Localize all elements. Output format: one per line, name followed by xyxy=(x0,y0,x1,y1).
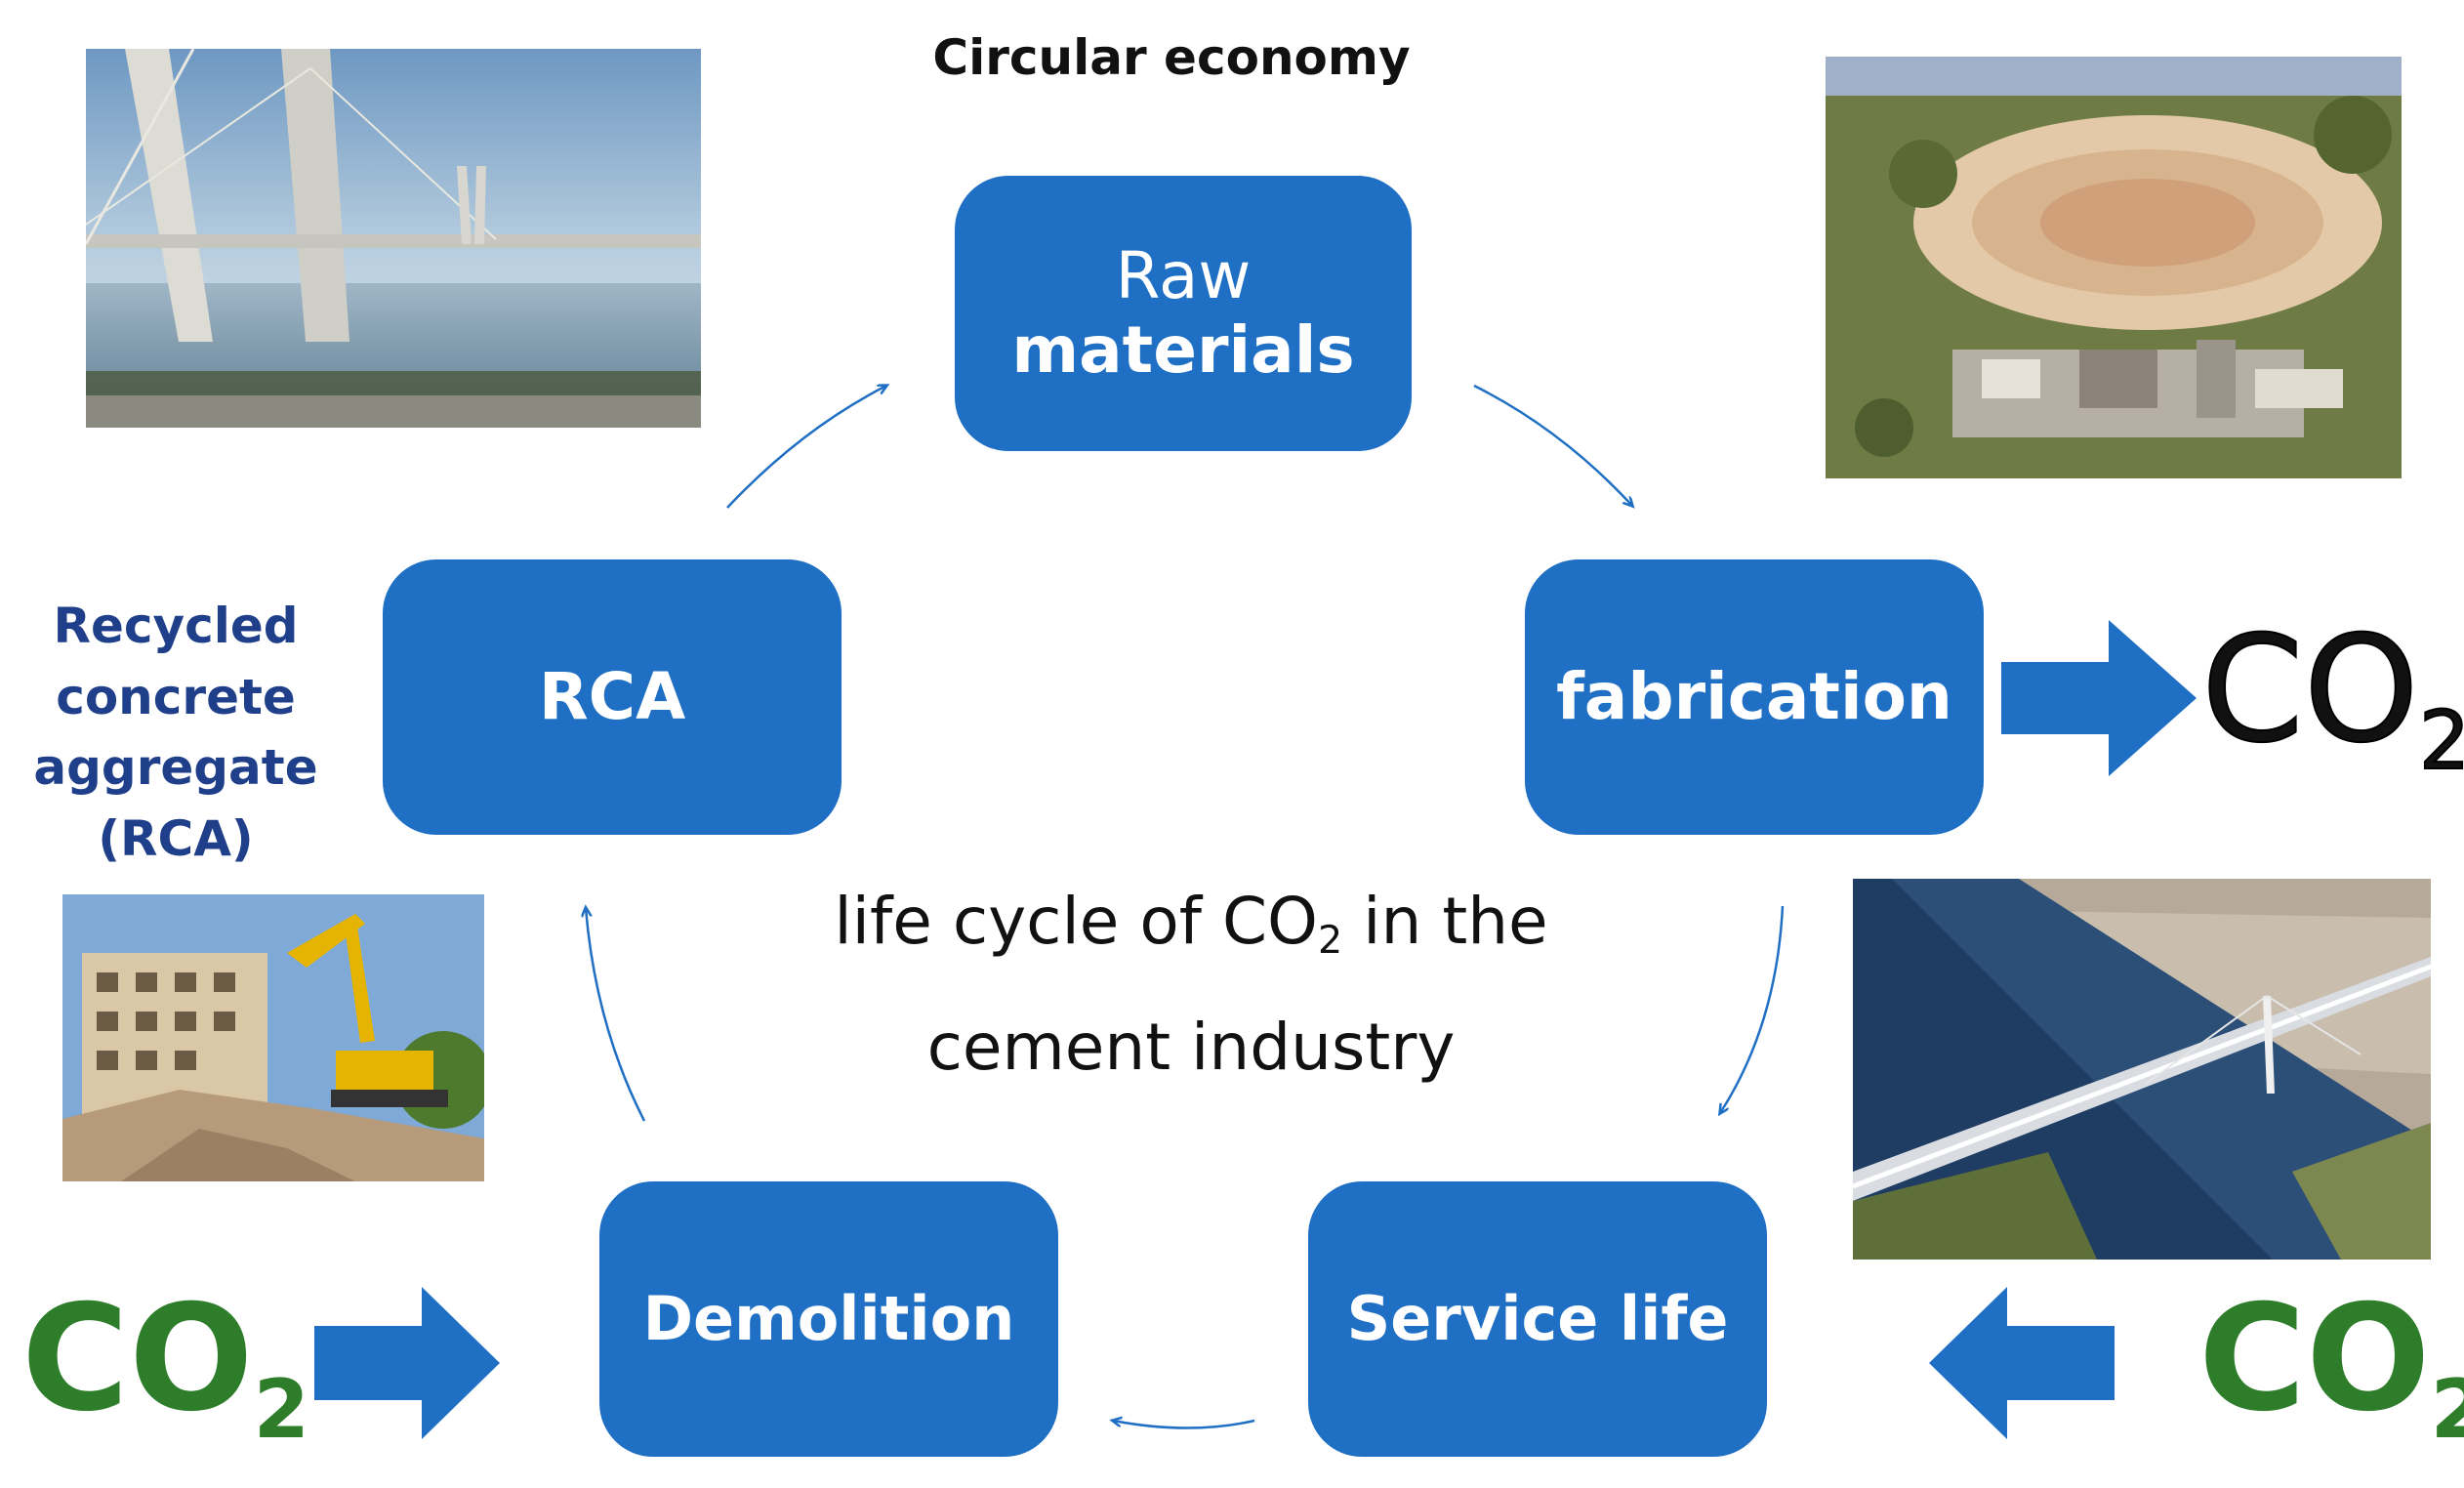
rca-description-line: concrete xyxy=(56,668,296,725)
demolition-label: Demolition xyxy=(642,1283,1015,1355)
arrow-raw-to-fabrication xyxy=(1473,384,1632,506)
center-caption-line1: life cycle of CO2 in the xyxy=(834,884,1548,963)
bridge-photo xyxy=(86,49,701,428)
co2-fabrication-label: CO2 xyxy=(2200,604,2464,789)
arrow-service-to-demolition xyxy=(1113,1421,1255,1429)
rca-box: RCA xyxy=(383,559,842,835)
center-caption-line2: cement industry xyxy=(926,1009,1456,1085)
co2-right-label: CO2 xyxy=(2198,1274,2464,1457)
service-life-label: Service life xyxy=(1346,1283,1729,1355)
rca-box-label: RCA xyxy=(538,659,686,735)
rca-description-line: aggregate xyxy=(33,739,318,796)
fabrication-label: fabrication xyxy=(1556,659,1952,735)
raw-materials-box: Raw materials xyxy=(955,176,1412,451)
raw-materials-line2: materials xyxy=(1011,312,1355,388)
arrow-fabrication-to-service xyxy=(1720,905,1785,1113)
demolition-box: Demolition xyxy=(599,1181,1058,1457)
arrow-rca-to-raw xyxy=(726,386,886,509)
co2-left-label: CO2 xyxy=(21,1274,310,1457)
fabrication-box: fabrication xyxy=(1525,559,1984,835)
fabrication-co2-arrow xyxy=(2001,620,2197,776)
left-co2-arrow xyxy=(314,1287,500,1439)
right-co2-arrow xyxy=(1929,1287,2115,1439)
quarry-cement-plant-photo xyxy=(1826,57,2402,478)
rca-description-line: Recycled xyxy=(53,598,299,654)
rca-description-line: (RCA) xyxy=(98,809,254,867)
raw-materials-line1: Raw xyxy=(1115,238,1252,314)
river-bridge-aerial-photo xyxy=(1853,879,2431,1260)
demolition-photo xyxy=(62,894,484,1181)
diagram-title: Circular economy xyxy=(932,29,1411,86)
service-life-box: Service life xyxy=(1308,1181,1767,1457)
rca-description: Recycled concrete aggregate (RCA) xyxy=(20,591,332,874)
center-caption: life cycle of CO2 in the cement industry xyxy=(761,859,1621,1110)
arrow-demolition-to-rca xyxy=(586,908,646,1122)
